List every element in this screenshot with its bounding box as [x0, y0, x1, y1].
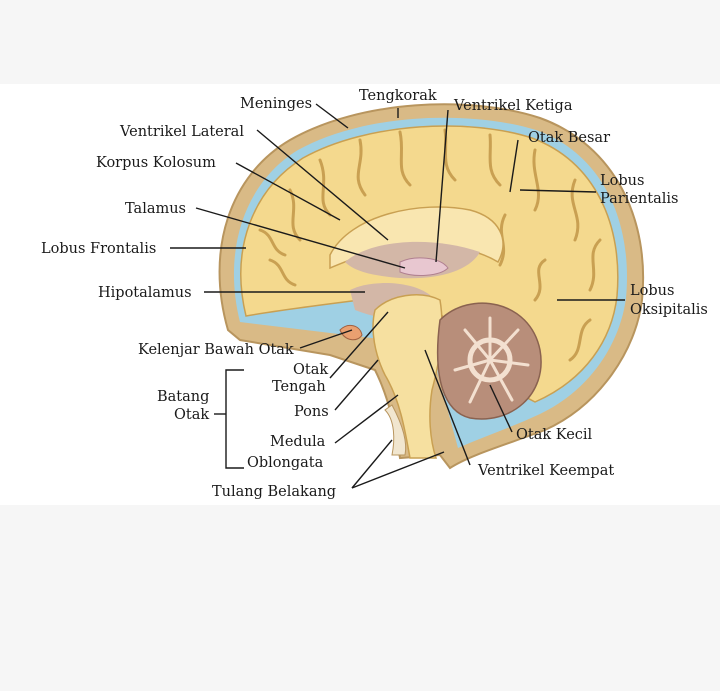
label-meninges: Meninges [240, 96, 312, 112]
label-medula-oblongata-line2: Oblongata [247, 455, 324, 471]
gyri [258, 128, 602, 362]
label-tengkorak: Tengkorak [359, 88, 437, 104]
label-ventrikel-lateral: Ventrikel Lateral [119, 124, 244, 140]
leader-lines [170, 103, 625, 489]
third-ventricle-shape [399, 257, 449, 276]
label-otak-tengah-line1: Otak [293, 362, 328, 378]
pituitary-shape [339, 324, 363, 341]
label-medula-oblongata-line1: Medula [270, 434, 326, 450]
label-lobus-frontalis: Lobus Frontalis [41, 241, 156, 257]
label-otak-kecil: Otak Kecil [516, 427, 593, 443]
label-kelenjar-bawah-otak: Kelenjar Bawah Otak [138, 342, 294, 358]
brain-illustration [218, 103, 644, 470]
label-ventrikel-keempat: Ventrikel Keempat [477, 463, 614, 479]
label-batang-otak-line2: Otak [174, 407, 209, 423]
label-otak-besar: Otak Besar [528, 130, 610, 146]
label-pons: Pons [294, 404, 329, 420]
label-korpus-kolosum: Korpus Kolosum [96, 155, 216, 171]
label-lobus-oksipitalis-line1: Lobus [630, 283, 674, 299]
label-lobus-parientalis-line1: Lobus [600, 173, 644, 189]
label-lobus-parientalis-line2: Parientalis [600, 191, 678, 207]
label-ventrikel-ketiga: Ventrikel Ketiga [453, 98, 573, 114]
labels: Meninges Tengkorak Ventrikel Ketiga Vent… [41, 88, 708, 500]
label-lobus-oksipitalis-line2: Oksipitalis [630, 302, 708, 318]
label-batang-otak-line1: Batang [157, 389, 209, 405]
brainstem-shape [372, 294, 443, 459]
label-talamus: Talamus [125, 201, 186, 217]
spine-shape [384, 404, 407, 456]
label-hipotalamus: Hipotalamus [98, 285, 192, 301]
label-otak-tengah-line2: Tengah [272, 379, 326, 395]
cerebellum-arbor [453, 316, 530, 404]
label-tulang-belakang: Tulang Belakang [212, 484, 336, 500]
